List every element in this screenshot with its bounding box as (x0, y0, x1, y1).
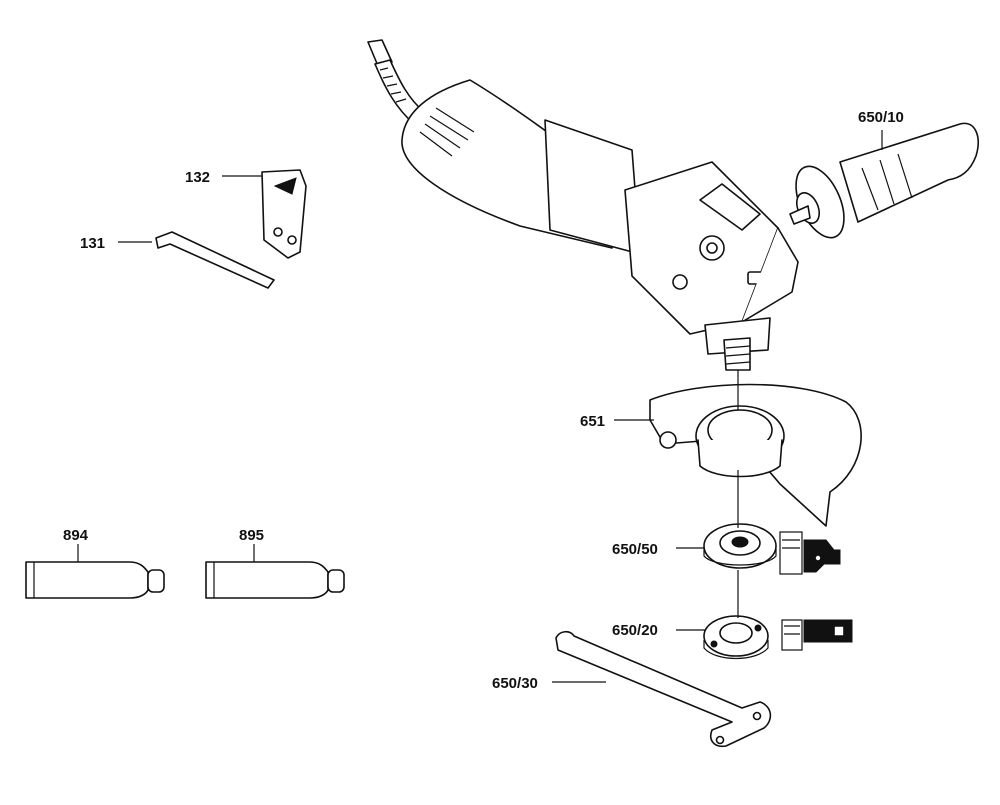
grease-tube-894 (25, 561, 165, 599)
nut-section-icon (781, 619, 853, 651)
part-label-650-50: 650/50 (612, 541, 658, 558)
guard-key (261, 169, 307, 259)
part-label-650-30: 650/30 (492, 675, 538, 692)
flange-section-icon (779, 531, 841, 575)
part-label-650-20: 650/20 (612, 622, 658, 639)
auxiliary-handle (789, 122, 979, 239)
angle-grinder (401, 79, 799, 371)
grease-tube-895 (205, 561, 345, 599)
leader-lines (77, 130, 883, 683)
hex-key (155, 231, 275, 289)
wheel-guard (649, 383, 862, 527)
part-label-131: 131 (80, 235, 106, 252)
backing-flange (703, 523, 777, 569)
part-label-894: 894 (63, 527, 89, 544)
part-label-650-10: 650/10 (858, 109, 904, 126)
spanner-wrench (555, 630, 772, 748)
part-label-651: 651 (580, 413, 606, 430)
power-cord (367, 39, 425, 125)
part-label-132: 132 (185, 169, 211, 186)
clamping-nut (703, 615, 769, 659)
part-label-895: 895 (239, 527, 265, 544)
